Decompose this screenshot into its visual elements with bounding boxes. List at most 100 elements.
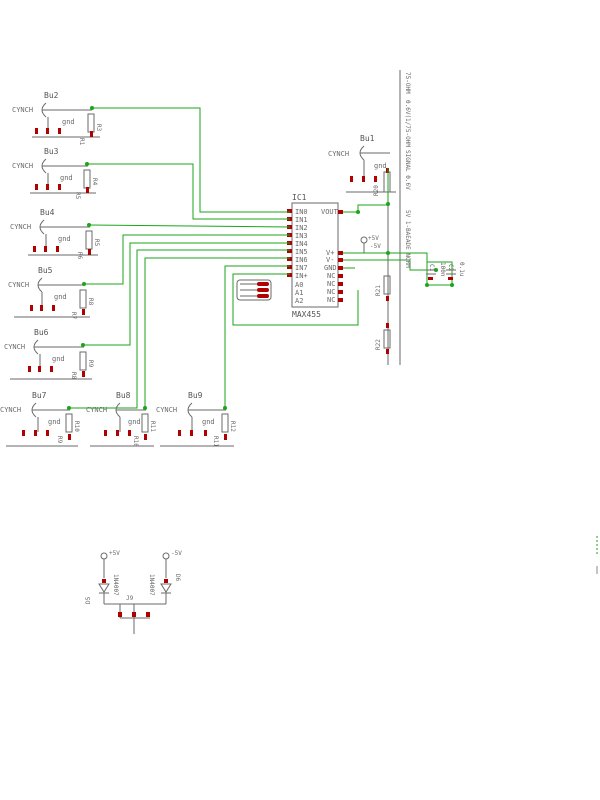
connector-bu9: Bu9 CYNCH gnd R12 R11 bbox=[156, 391, 236, 447]
pin-in2: IN2 bbox=[295, 224, 308, 232]
pin-vout: VOUT bbox=[321, 208, 339, 216]
termination-resistor bbox=[85, 230, 93, 250]
output-section bbox=[343, 70, 401, 365]
gnd-label: gnd bbox=[54, 293, 67, 301]
pin-in0: IN0 bbox=[295, 208, 308, 216]
resistor-ref: R22 bbox=[375, 339, 382, 350]
connector-type: CYNCH bbox=[86, 406, 107, 414]
connector-ref: Bu6 bbox=[34, 328, 49, 337]
pin-nc: NC bbox=[327, 280, 335, 288]
resistor-ref: R3 bbox=[95, 124, 102, 132]
supply-connector-j9: J9 bbox=[104, 595, 166, 634]
vertical-note: SIGNAL 0.6V bbox=[404, 150, 411, 190]
resistor-ref: R11 bbox=[149, 421, 156, 432]
ic-part: MAX455 bbox=[292, 310, 321, 319]
gnd-label: gnd bbox=[128, 418, 141, 426]
connector-ref: Bu8 bbox=[116, 391, 131, 400]
connector-ref: Bu9 bbox=[188, 391, 203, 400]
resistor-value: R9 bbox=[56, 436, 63, 444]
gnd-label: gnd bbox=[58, 235, 71, 243]
pin-a2: A2 bbox=[295, 297, 303, 305]
connector-type: CYNCH bbox=[156, 406, 177, 414]
input-wires bbox=[69, 107, 359, 409]
supply-label-plus5: +5V bbox=[368, 235, 379, 242]
termination-resistor bbox=[65, 413, 73, 433]
diode-part: 1N4007 bbox=[148, 574, 155, 596]
resistor-ref: R10 bbox=[73, 421, 80, 432]
cap-value: 0.1u bbox=[458, 262, 465, 277]
connector-bu3: Bu3 CYNCH gnd R4 R5 bbox=[12, 147, 98, 200]
power-section: +5V -5V C1 100n 0.1u C2 R21 R22 bbox=[343, 235, 465, 354]
vertical-note: 5V 1-BAEADE NORM bbox=[404, 210, 411, 268]
cap-ref: C1 bbox=[428, 264, 435, 272]
pin-in7: IN7 bbox=[295, 264, 308, 272]
resistor-ref: R9 bbox=[87, 360, 94, 368]
resistor-value: R1 bbox=[78, 138, 85, 146]
gnd-label: gnd bbox=[374, 162, 387, 170]
connector-ref: Bu1 bbox=[360, 134, 375, 143]
pin-in6: IN6 bbox=[295, 256, 308, 264]
cap-value: 100n bbox=[439, 262, 446, 277]
ic-ref: IC1 bbox=[292, 193, 307, 202]
rail-label: -5V bbox=[171, 550, 182, 557]
resistor-value: R6 bbox=[76, 252, 83, 260]
termination-resistor bbox=[87, 113, 95, 133]
resistor-value: R8 bbox=[70, 372, 77, 380]
supply-label-minus5: -5V bbox=[370, 243, 381, 250]
resistor-ref: R20 bbox=[373, 185, 380, 196]
cap-ref: C2 bbox=[447, 264, 454, 272]
connector-bu7: Bu7 CYNCH gnd R10 R9 bbox=[0, 391, 80, 447]
diode-ref: D5 bbox=[85, 596, 92, 604]
gnd-label: gnd bbox=[202, 418, 215, 426]
vertical-notes: 75-OHM 0.6V(1/75-OHM SIGNAL 0.6V 5V 1-BA… bbox=[404, 72, 411, 268]
vertical-note: 75-OHM bbox=[404, 72, 411, 94]
pin-in3: IN3 bbox=[295, 232, 308, 240]
connector-ref: Bu2 bbox=[44, 91, 59, 100]
connector-bu1: Bu1 CYNCH gnd R20 bbox=[328, 134, 396, 196]
vertical-note: 0.6V(1/75-OHM bbox=[404, 100, 411, 147]
address-jumpers bbox=[236, 279, 272, 301]
resistor-r22 bbox=[383, 329, 391, 349]
pin-in1: IN1 bbox=[295, 216, 308, 224]
diode-part: 1N4007 bbox=[112, 574, 119, 596]
gnd-label: gnd bbox=[48, 418, 61, 426]
gnd-label: gnd bbox=[60, 174, 73, 182]
connector-ref: Bu3 bbox=[44, 147, 59, 156]
connector-type: CYNCH bbox=[12, 162, 33, 170]
resistor-value: R5 bbox=[74, 192, 81, 200]
diode-d6: -5V D6 1N4007 bbox=[148, 550, 182, 604]
connector-bu5: Bu5 CYNCH gnd R8 R7 bbox=[8, 266, 94, 320]
pin-vminus: V- bbox=[326, 256, 334, 264]
capacitor-c1: C1 100n bbox=[426, 262, 446, 280]
rail-label: +5V bbox=[109, 550, 120, 557]
ic-max455: IC1 MAX455 IN0 IN1 IN2 IN3 IN4 IN5 IN6 I… bbox=[287, 193, 343, 319]
connector-type: CYNCH bbox=[12, 106, 33, 114]
connector-ref: Bu4 bbox=[40, 208, 55, 217]
termination-resistor bbox=[79, 289, 87, 309]
diode-ref: D6 bbox=[174, 574, 181, 582]
connector-bu6: Bu6 CYNCH gnd R9 R8 bbox=[4, 328, 94, 380]
resistor-ref: R8 bbox=[87, 298, 94, 306]
resistor-value: R10 bbox=[132, 436, 139, 447]
gnd-label: gnd bbox=[52, 355, 65, 363]
termination-resistor bbox=[83, 169, 91, 189]
output-resistor bbox=[383, 171, 391, 193]
pin-in-plus: IN+ bbox=[295, 272, 308, 280]
resistor-value: R11 bbox=[212, 436, 219, 447]
termination-resistor bbox=[221, 413, 229, 433]
pin-nc: NC bbox=[327, 288, 335, 296]
connector-bu2: Bu2 CYNCH gnd R3 R1 bbox=[12, 91, 102, 146]
pin-nc: NC bbox=[327, 272, 335, 280]
diode-d5: +5V D5 1N4007 bbox=[85, 550, 120, 604]
pin-a0: A0 bbox=[295, 281, 303, 289]
pin-a1: A1 bbox=[295, 289, 303, 297]
connector-ref: Bu7 bbox=[32, 391, 47, 400]
connector-ref: Bu5 bbox=[38, 266, 53, 275]
resistor-ref: R5 bbox=[93, 239, 100, 247]
resistor-r21 bbox=[383, 275, 391, 295]
pin-gnd: GND bbox=[324, 264, 337, 272]
resistor-ref: R4 bbox=[91, 178, 98, 186]
termination-resistor bbox=[141, 413, 149, 433]
connector-type: CYNCH bbox=[10, 223, 31, 231]
